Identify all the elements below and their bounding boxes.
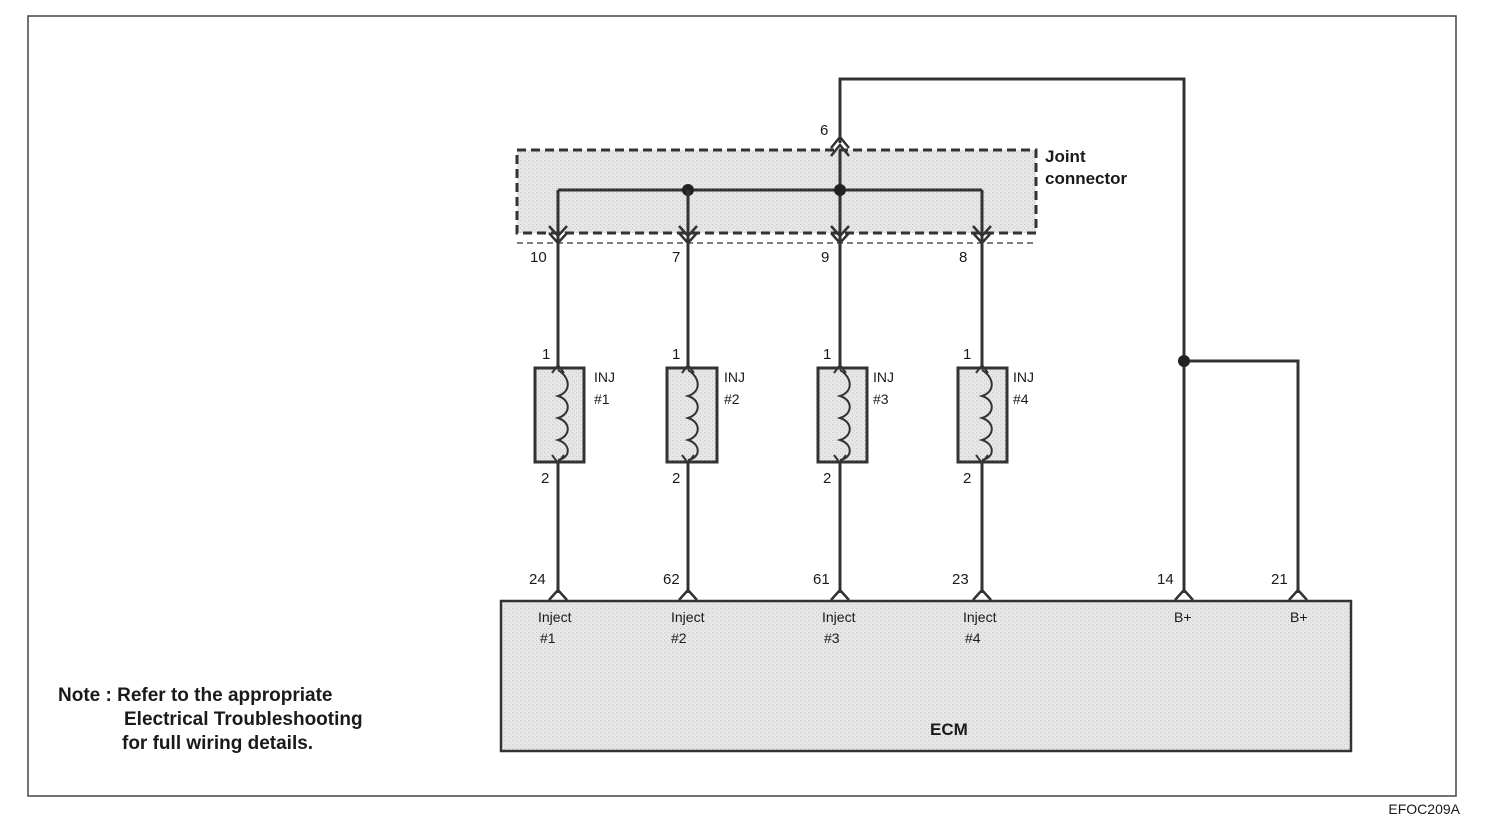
joint-pin-label-4: 8 bbox=[959, 249, 967, 266]
inj3-pin-top: 1 bbox=[823, 346, 831, 363]
ecm-term-1-line2: #1 bbox=[540, 630, 556, 646]
joint-connector-label-line2: connector bbox=[1045, 169, 1128, 188]
pin-6-connector-symbol-2 bbox=[830, 135, 850, 149]
figure-code: EFOC209A bbox=[1388, 801, 1460, 817]
inj1-pin-top: 1 bbox=[542, 346, 550, 363]
injector-3-coil bbox=[836, 369, 851, 461]
injector-branch-3 bbox=[816, 225, 869, 601]
ecm-pin-21: 21 bbox=[1271, 571, 1288, 588]
inj2-pin-top: 1 bbox=[672, 346, 680, 363]
ecm-term-1-line1: Inject bbox=[538, 609, 572, 625]
inj1-name: INJ bbox=[594, 369, 615, 385]
bplus-branch-wire bbox=[1184, 359, 1300, 593]
injector-1-body bbox=[533, 366, 586, 464]
note-line-2: Electrical Troubleshooting bbox=[124, 709, 363, 730]
joint-top-pin-label: 6 bbox=[820, 122, 828, 139]
injector-1-coil bbox=[554, 369, 569, 461]
injector-2-coil bbox=[684, 369, 699, 461]
ecm-pin-61: 61 bbox=[813, 571, 830, 588]
ecm-term-4-line1: Inject bbox=[963, 609, 997, 625]
ecm-pin-14: 14 bbox=[1157, 571, 1174, 588]
injector-3-body bbox=[816, 366, 869, 464]
ecm-pin-23: 23 bbox=[952, 571, 969, 588]
inj3-number: #3 bbox=[873, 391, 889, 407]
inj3-pin-bottom: 2 bbox=[823, 470, 831, 487]
inj4-name: INJ bbox=[1013, 369, 1034, 385]
ecm-21-connector-symbol bbox=[1288, 588, 1308, 601]
ecm-pin-62: 62 bbox=[663, 571, 680, 588]
ecm-pin-24: 24 bbox=[529, 571, 546, 588]
inj1-pin-bottom: 2 bbox=[541, 470, 549, 487]
joint-connector-label-line1: Joint bbox=[1045, 147, 1086, 166]
ecm-term-2-line1: Inject bbox=[671, 609, 705, 625]
joint-splice-dot-2 bbox=[834, 184, 846, 196]
joint-pin-label-3: 9 bbox=[821, 249, 829, 266]
inj1-number: #1 bbox=[594, 391, 610, 407]
ecm-term-2-line2: #2 bbox=[671, 630, 687, 646]
ecm-term-4-line2: #4 bbox=[965, 630, 981, 646]
bplus-supply-wire bbox=[838, 77, 1186, 593]
bplus-splice-dot bbox=[1178, 355, 1190, 367]
diagram-frame bbox=[27, 15, 1457, 797]
note-line-3: for full wiring details. bbox=[122, 733, 314, 754]
injector-branch-4 bbox=[956, 190, 1009, 601]
note-text: Note : Refer to the appropriate Electric… bbox=[58, 684, 363, 756]
pin-6-connector-symbol bbox=[830, 143, 850, 157]
ecm-term-5-line1: B+ bbox=[1174, 609, 1192, 625]
injector-branch-2 bbox=[665, 190, 719, 601]
note-line-1: Note : Refer to the appropriate bbox=[58, 685, 333, 706]
inj2-number: #2 bbox=[724, 391, 740, 407]
injector-branch-1 bbox=[533, 190, 586, 601]
inj2-name: INJ bbox=[724, 369, 745, 385]
injector-4-body bbox=[956, 366, 1009, 464]
inj3-name: INJ bbox=[873, 369, 894, 385]
ecm-14-connector-symbol bbox=[1174, 588, 1194, 601]
joint-pin-label-2: 7 bbox=[672, 249, 680, 266]
inj4-pin-bottom: 2 bbox=[963, 470, 971, 487]
ecm-box bbox=[499, 599, 1353, 753]
inj2-pin-bottom: 2 bbox=[672, 470, 680, 487]
inj4-pin-top: 1 bbox=[963, 346, 971, 363]
inj4-number: #4 bbox=[1013, 391, 1029, 407]
ecm-term-6-line1: B+ bbox=[1290, 609, 1308, 625]
ecm-term-3-line1: Inject bbox=[822, 609, 856, 625]
ecm-label: ECM bbox=[930, 720, 968, 739]
ecm-term-3-line2: #3 bbox=[824, 630, 840, 646]
injector-4-coil bbox=[978, 369, 993, 461]
injector-2-body bbox=[665, 366, 719, 464]
joint-pin-label-1: 10 bbox=[530, 249, 547, 266]
